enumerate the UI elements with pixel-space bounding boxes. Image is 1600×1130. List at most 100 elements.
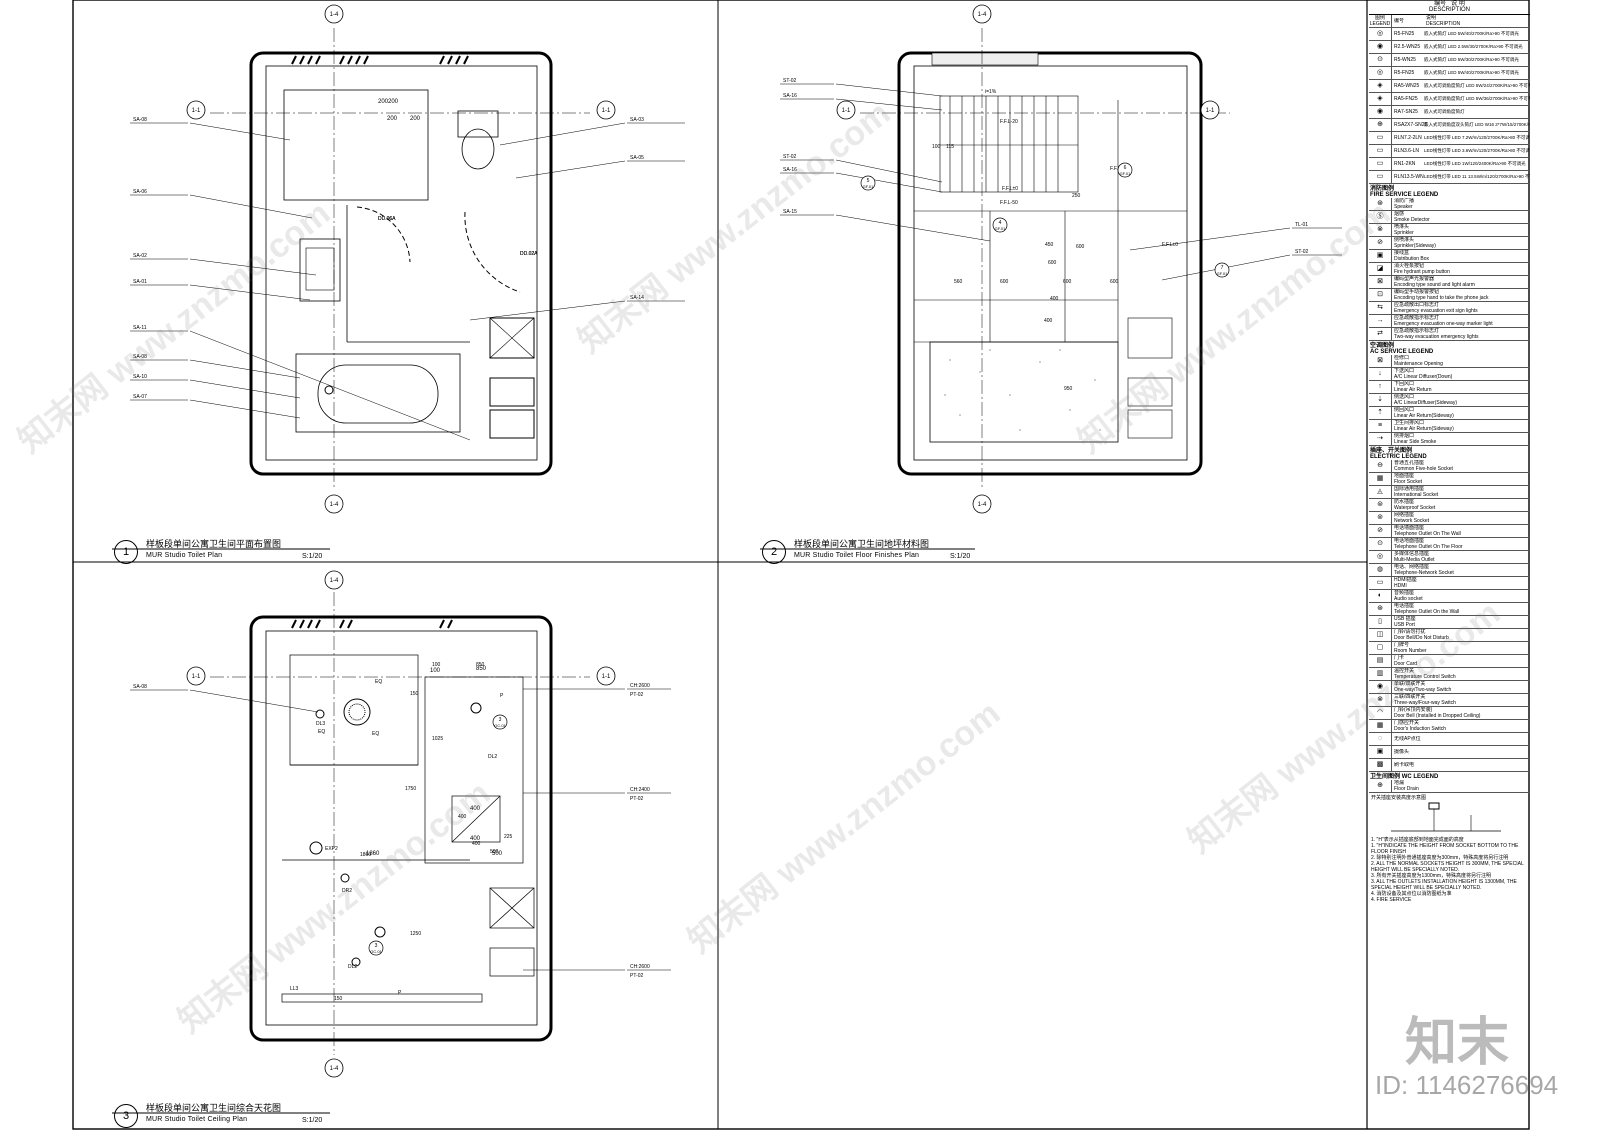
- svg-text:850: 850: [476, 666, 487, 672]
- panel-2-title-cn: 样板段单间公寓卫生间地坪材料图: [794, 539, 930, 549]
- ceiling-height-tag: CH:2600: [630, 964, 650, 970]
- plan1-tag: SA-06: [133, 189, 147, 195]
- note-line: 4. 消防设备及其点位以消防图纸为准: [1371, 891, 1452, 897]
- note-line: 2. 除特别注明外普通插座高度为300mm，特殊高度将另行注明: [1371, 855, 1509, 861]
- axis-label: 1-1: [602, 108, 611, 114]
- dimension: 150: [334, 996, 343, 1002]
- elec-symbol-icon: ⊖: [1369, 460, 1392, 472]
- callout-sheet: GF.01: [863, 184, 874, 189]
- dimension: 1025: [432, 736, 443, 742]
- plan2-tag: ST-02: [1295, 249, 1309, 255]
- ac-symbol-icon: ⇢: [1369, 433, 1392, 445]
- elec-description: 无线AP点位: [1394, 736, 1421, 742]
- svg-text:200: 200: [388, 99, 399, 105]
- dimension: EQ: [318, 729, 325, 735]
- lighting-row: ▭RLN13.5-WNLED线性灯带 LED 11 13.5W/m/120/27…: [1369, 171, 1530, 184]
- elec-symbol-icon: ▢: [1369, 642, 1392, 654]
- fire-symbol-icon: ⊠: [1369, 276, 1392, 288]
- ac-symbol-icon: ⇣: [1369, 394, 1392, 406]
- dimension: 200: [378, 99, 389, 105]
- axis-label: 1-1: [842, 108, 851, 114]
- image-id: ID: 1146276694: [1375, 1070, 1559, 1100]
- svg-text:200: 200: [410, 116, 421, 122]
- callout-number: 3: [499, 717, 502, 723]
- dimension: 850: [476, 662, 485, 668]
- dimension: 225: [504, 834, 513, 840]
- dimension: 250: [1072, 193, 1081, 199]
- ceiling-finish-tag: PT-02: [630, 973, 644, 979]
- dimension: 150: [410, 691, 419, 697]
- door-code: DD.02A: [520, 251, 538, 257]
- plan2-tag: TL-01: [1295, 222, 1308, 228]
- axis-label: 1-4: [978, 12, 987, 18]
- elec-symbol-icon: ▤: [1369, 655, 1392, 667]
- fixture-label: EXP2: [325, 846, 338, 852]
- socket-height-diagram: [1391, 802, 1501, 832]
- legend-header-desc-en: DESCRIPTION: [1428, 7, 1470, 13]
- lighting-description: RLN13.5-WNLED线性灯带 LED 11 13.5W/m/120/270…: [1394, 174, 1530, 180]
- section-callout: [368, 940, 384, 956]
- ac-symbol-icon: ⊠: [1369, 355, 1392, 367]
- callout-number: 3: [375, 943, 378, 949]
- lighting-row: ⊕RSA2X7-SN25嵌入式可调角度双头筒灯 LED W16 2*7W/15/…: [1369, 119, 1530, 132]
- plan2-tag: SA-16: [783, 93, 797, 99]
- plan1-tag: SA-02: [133, 253, 147, 259]
- ceiling-height-tag: CH:2400: [630, 787, 650, 793]
- section-callout: [1214, 262, 1230, 278]
- elec-symbol-icon: ◉: [1369, 681, 1392, 693]
- plan-3-ceiling: 100 850 400 400 500 1860: [189, 592, 625, 1055]
- wc-legend-title: 卫生间图例 WC LEGEND: [1370, 774, 1439, 780]
- fixture-label: DL2: [488, 754, 497, 760]
- lighting-symbol-icon: ◎: [1369, 28, 1392, 40]
- svg-text:200: 200: [387, 116, 398, 122]
- dimension: 500: [490, 849, 499, 855]
- legend-header: 编号 说 明 DESCRIPTION: [1369, 0, 1530, 15]
- svg-text:600: 600: [1076, 244, 1085, 250]
- lighting-description: RSA2X7-SN25嵌入式可调角度双头筒灯 LED W16 2*7W/15/2…: [1394, 122, 1530, 128]
- axis-markers: [186, 4, 1220, 1078]
- panel-2-number: 2: [762, 540, 786, 564]
- axis-label: 1-1: [192, 674, 201, 680]
- plan2-tag: SA-15: [783, 209, 797, 215]
- dimension: EQ: [375, 679, 382, 685]
- fire-symbol-icon: ◪: [1369, 263, 1392, 275]
- note-line: 1. "H"表示从插座底部到地面完成面的高度: [1371, 837, 1464, 843]
- floor-level: F.F.L±0: [1162, 242, 1178, 248]
- callout-number: 5: [867, 178, 870, 184]
- dimension: 100: [932, 144, 941, 150]
